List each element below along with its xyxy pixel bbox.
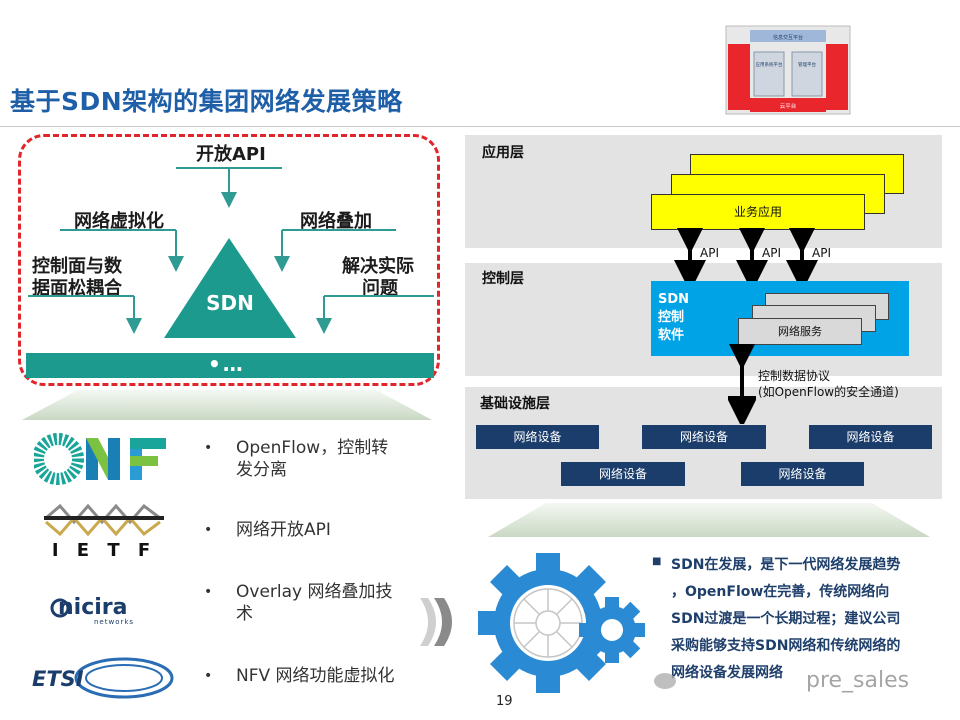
decoupling-label-line2: 据面松耦合 [32, 278, 122, 299]
svg-text:I E T F: I E T F [52, 540, 156, 558]
conclusion-line2: ，OpenFlow在完善，传统网络向 [671, 584, 890, 600]
bullet-ietf: • 网络开放API [204, 520, 331, 540]
bullet-onf-line2: 发分离 [236, 460, 287, 480]
network-overlay-label: 网络叠加 [300, 211, 372, 232]
watermark: pre_sales [654, 668, 909, 693]
api-label-1: API [700, 246, 719, 260]
left-projection-shadow [22, 390, 432, 420]
sdn-concept-arrows: SDN [28, 167, 434, 338]
wechat-icon [654, 673, 676, 689]
bullet-nicira-line1: Overlay 网络叠加技 [236, 582, 393, 602]
foundation-bar [26, 353, 434, 378]
right-projection-shadow [488, 503, 930, 537]
svg-text:ETSI: ETSI [32, 667, 84, 691]
sdn-software-line1: SDN [658, 292, 690, 307]
nicira-logo-icon: nicira networks [50, 595, 134, 626]
sdn-triangle-label: SDN [206, 291, 254, 315]
bullet-ietf-line1: 网络开放API [236, 520, 331, 540]
conclusion-line4: 采购能够支持SDN网络和传统网络的 [671, 638, 901, 654]
sdn-software-line3: 软件 [658, 328, 685, 343]
network-device-2: 网络设备 [642, 425, 766, 449]
business-app-card: 业务应用 [651, 194, 865, 230]
cloud-platform-thumbnail: 信息交互平台 应用系统平台 管理平台 云平台 [725, 25, 851, 115]
svg-text:nicira: nicira [58, 595, 127, 620]
decoupling-label-line1: 控制面与数 [32, 256, 122, 277]
conclusion-line3: SDN过渡是一个长期过程；建议公司 [671, 611, 901, 627]
thumb-left-pillar [728, 44, 750, 110]
protocol-line2: (如OpenFlow的安全通道) [758, 385, 899, 399]
network-virtualization-label: 网络虚拟化 [74, 211, 164, 232]
network-service-card: 网络服务 [738, 318, 862, 345]
title-divider [0, 126, 960, 127]
open-api-label: 开放API [196, 144, 266, 165]
network-device-5: 网络设备 [741, 462, 864, 486]
network-service-label: 网络服务 [778, 325, 822, 338]
control-protocol-label: 控制数据协议 (如OpenFlow的安全通道) [758, 368, 899, 400]
thumb-right-pillar [826, 44, 848, 110]
thumb-bottom-label: 云平台 [780, 102, 797, 110]
api-arrows [674, 228, 818, 286]
infrastructure-layer-title: 基础设施层 [480, 396, 550, 412]
conclusion-line5: 网络设备发展网络 [671, 665, 783, 681]
svg-text:networks: networks [94, 618, 134, 626]
ietf-logo-icon: I E T F [44, 503, 164, 558]
etsi-logo-icon: ETSI [32, 657, 174, 699]
bullet-nicira: • Overlay 网络叠加技 术 [204, 582, 393, 624]
sdn-software-line2: 控制 [658, 310, 685, 325]
small-gear-icon [579, 597, 645, 663]
conclusion-bullet-icon: ■ [652, 556, 662, 567]
bullet-onf: • OpenFlow，控制转 发分离 [204, 438, 389, 480]
control-layer-title: 控制层 [482, 271, 524, 287]
application-layer-title: 应用层 [482, 145, 524, 161]
bullet-etsi-line1: NFV 网络功能虚拟化 [236, 666, 395, 686]
thumb-left-col: 应用系统平台 [756, 61, 783, 68]
control-protocol-arrow [728, 344, 756, 424]
bullet-onf-line1: OpenFlow，控制转 [236, 438, 389, 458]
thumb-right-col: 管理平台 [798, 61, 816, 68]
network-device-4: 网络设备 [561, 462, 685, 486]
bullet-etsi: • NFV 网络功能虚拟化 [204, 666, 395, 686]
conclusion-line1: SDN在发展，是下一代网络发展趋势 [671, 557, 901, 573]
foundation-bar-dots: •… [208, 352, 245, 376]
business-app-label: 业务应用 [733, 205, 782, 219]
sdn-control-software-label: SDN 控制 软件 [658, 291, 689, 345]
watermark-text: pre_sales [806, 668, 910, 693]
solve-problem-label-line1: 解决实际 [342, 256, 414, 277]
sdn-triangle [164, 238, 296, 338]
network-device-1: 网络设备 [476, 425, 599, 449]
onf-logo-icon [34, 433, 166, 485]
network-device-3: 网络设备 [809, 425, 932, 449]
chevron-arrows-icon [420, 598, 452, 646]
slide-title: 基于SDN架构的集团网络发展策略 [10, 87, 403, 116]
solve-problem-label-line2: 问题 [362, 278, 398, 299]
conclusion-text: SDN在发展，是下一代网络发展趋势 ，OpenFlow在完善，传统网络向 SDN… [671, 552, 900, 687]
api-label-3: API [812, 246, 831, 260]
sdn-concept-frame [18, 134, 440, 386]
page-number: 19 [496, 694, 513, 709]
thumb-top-label: 信息交互平台 [773, 34, 803, 41]
api-label-2: API [762, 246, 781, 260]
bullet-nicira-line2: 术 [236, 604, 253, 624]
thumb-top-band [750, 30, 826, 42]
protocol-line1: 控制数据协议 [758, 369, 831, 383]
